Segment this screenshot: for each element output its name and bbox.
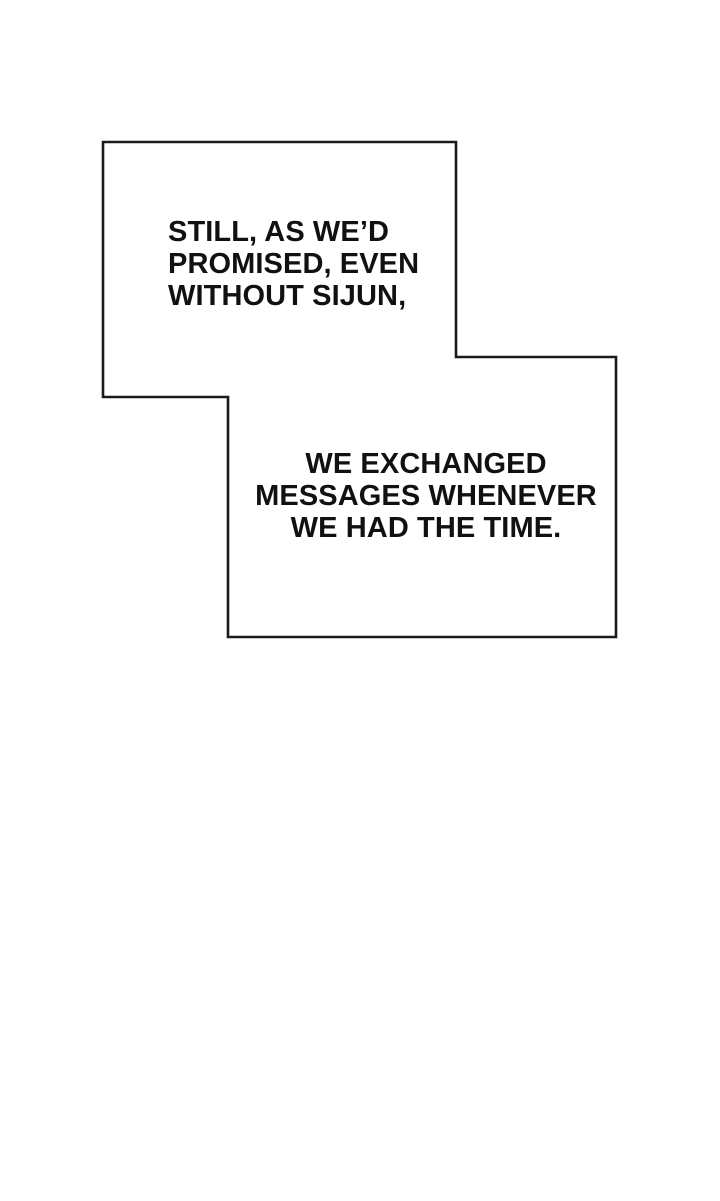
narration-caption-lower: WE EXCHANGED MESSAGES WHENEVER WE HAD TH… <box>255 448 597 544</box>
narration-caption-upper: STILL, AS WE’D PROMISED, EVEN WITHOUT SI… <box>168 216 420 312</box>
